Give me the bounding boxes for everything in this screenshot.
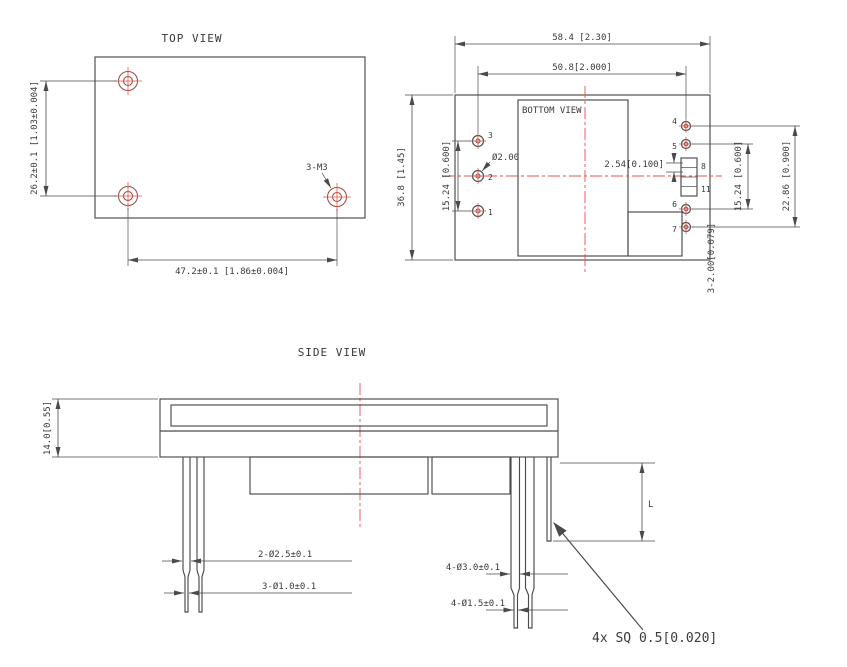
dim-hole-vertical-spacing: 26.2±0.1 [1.03±0.004] [30,80,117,197]
pin-diameter-callout: Ø2.00 [481,152,519,172]
leader-line [481,161,491,172]
pin-number: 2 [488,173,493,182]
pin-number: 6 [672,200,677,209]
dim-text-pin-span: 50.8[2.000] [552,63,612,73]
pin-left-a [182,457,191,613]
pin-number: 1 [488,208,493,217]
pin-6: 6 [672,200,693,216]
pin-7: 7 [672,220,693,234]
dim-body-height: 36.8 [1.45] [397,94,453,261]
pin-number: 5 [672,142,677,151]
bottom-view: BOTTOM VIEW 3 2 1 Ø2.00 [397,33,800,293]
mounting-hole-bottom-right [323,183,351,211]
dim-header-pitch: 2.54[0.100] [604,153,683,182]
dim-text-right-pitch: 15.24 [0.600] [734,141,744,211]
dim-body-thickness: 14.0[0.55] [43,398,158,458]
bottom-view-title: BOTTOM VIEW [522,106,582,116]
callout-text: 2-Ø2.5±0.1 [258,549,312,560]
side-view-body-outline [159,398,559,458]
hole-callout-3-M3: 3-M3 [306,163,332,189]
header-pin-number: 11 [701,185,711,194]
bottom-view-step [627,211,683,257]
top-view: TOP VIEW 26.2±0.1 [1.03±0.004] [30,32,366,277]
pin-diameter-text: Ø2.00 [492,152,519,163]
top-view-body-outline [94,56,366,219]
dim-text-width: 47.2±0.1 [1.86±0.004] [175,267,289,277]
pin-number: 4 [672,117,677,126]
pin-2: 2 [470,168,493,184]
header-pin-number: 8 [701,162,706,171]
dim-text-header-pitch: 2.54[0.100] [604,160,664,170]
header-block: 8 11 [680,157,711,197]
underside-block-right [431,456,511,495]
pin-number: 7 [672,225,677,234]
leader-line [321,172,332,189]
callout-square-pin: 4x SQ 0.5[0.020] [553,522,717,646]
dim-text-left-pitch: 15.24 [0.600] [442,141,452,211]
pin-4: 4 [672,117,693,133]
pin-1: 1 [470,203,493,219]
callout-pin-large-left: 2-Ø2.5±0.1 [162,549,352,564]
pin-left-b [196,457,205,613]
pin-number: 3 [488,131,493,140]
side-view-lid-inset [170,404,548,427]
underside-block-left [249,456,429,495]
dim-text-holes: 3-2.00[0.079] [707,223,717,293]
mounting-hole-bottom-left [114,182,142,210]
dim-text-length: L [648,500,653,510]
callout-pin-small-right: 4-Ø1.5±0.1 [451,598,568,613]
pin-5: 5 [672,137,693,151]
pin-3: 3 [470,131,493,149]
dim-text-total-width: 58.4 [2.30] [552,33,612,43]
callout-pin-small-left: 3-Ø1.0±0.1 [164,581,352,596]
dim-right-pin-pitch: 15.24 [0.600] 22.86 [0.900] [692,125,800,228]
bottom-view-outline [454,94,711,261]
callout-text: 4-Ø3.0±0.1 [446,562,500,573]
dim-text-right-span: 22.86 [0.900] [782,141,792,211]
pin-square [546,457,552,542]
pin-right-b [524,457,535,629]
callout-pin-large-right: 4-Ø3.0±0.1 [446,562,568,577]
dim-total-width: 58.4 [2.30] [454,33,711,93]
callout-text: 3-Ø1.0±0.1 [262,581,316,592]
side-view-title: SIDE VIEW [298,346,367,359]
bottom-view-inner-body [517,99,629,257]
dim-text-height: 26.2±0.1 [1.03±0.004] [30,81,40,195]
side-view: SIDE VIEW 14.0[0.55] 2-Ø2.5±0.1 3 [43,346,717,646]
dim-pin-length: L [553,462,655,542]
dim-left-pin-pitch: 15.24 [0.600] [442,140,471,212]
pin-right-a [510,457,521,629]
dim-text-body-height: 36.8 [1.45] [397,147,407,207]
callout-text: 4x SQ 0.5[0.020] [592,631,717,646]
callout-text: 4-Ø1.5±0.1 [451,598,505,609]
dim-pin-span: 50.8[2.000] [477,63,687,133]
leader-line [553,522,644,631]
dim-hole-horizontal-spacing: 47.2±0.1 [1.86±0.004] [127,208,338,277]
mounting-hole-top-left [114,67,142,95]
hole-callout-text: 3-M3 [306,163,328,173]
dim-text-thickness: 14.0[0.55] [43,401,53,455]
top-view-title: TOP VIEW [162,32,223,45]
